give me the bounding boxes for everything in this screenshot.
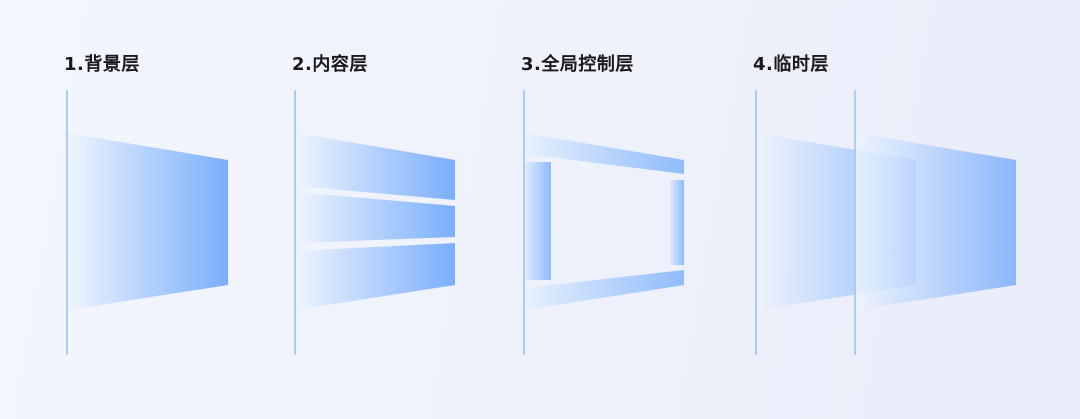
layer-1-illustration: [66, 90, 228, 355]
layer-1-title: 1.背景层: [64, 54, 140, 75]
layer-4-title: 4.临时层: [753, 54, 829, 75]
layer-4-plane-front: [856, 133, 1016, 310]
layer-1-plane: [68, 133, 228, 310]
layer-2-illustration: [294, 90, 455, 355]
layer-3-top-bar: [525, 133, 684, 174]
layer-3-illustration: [523, 90, 684, 355]
layer-3-bottom-bar: [525, 270, 684, 310]
layer-2-title: 2.内容层: [292, 54, 368, 75]
layer-4-illustration: [755, 90, 1016, 355]
layer-3-title: 3.全局控制层: [521, 54, 634, 75]
layer-2-strip-bottom: [296, 243, 455, 310]
layer-2-strip-top: [296, 133, 455, 200]
layer-3-right-bar: [670, 180, 684, 265]
layer-2-strip-middle: [296, 192, 455, 243]
layer-3-left-bar: [525, 162, 551, 280]
